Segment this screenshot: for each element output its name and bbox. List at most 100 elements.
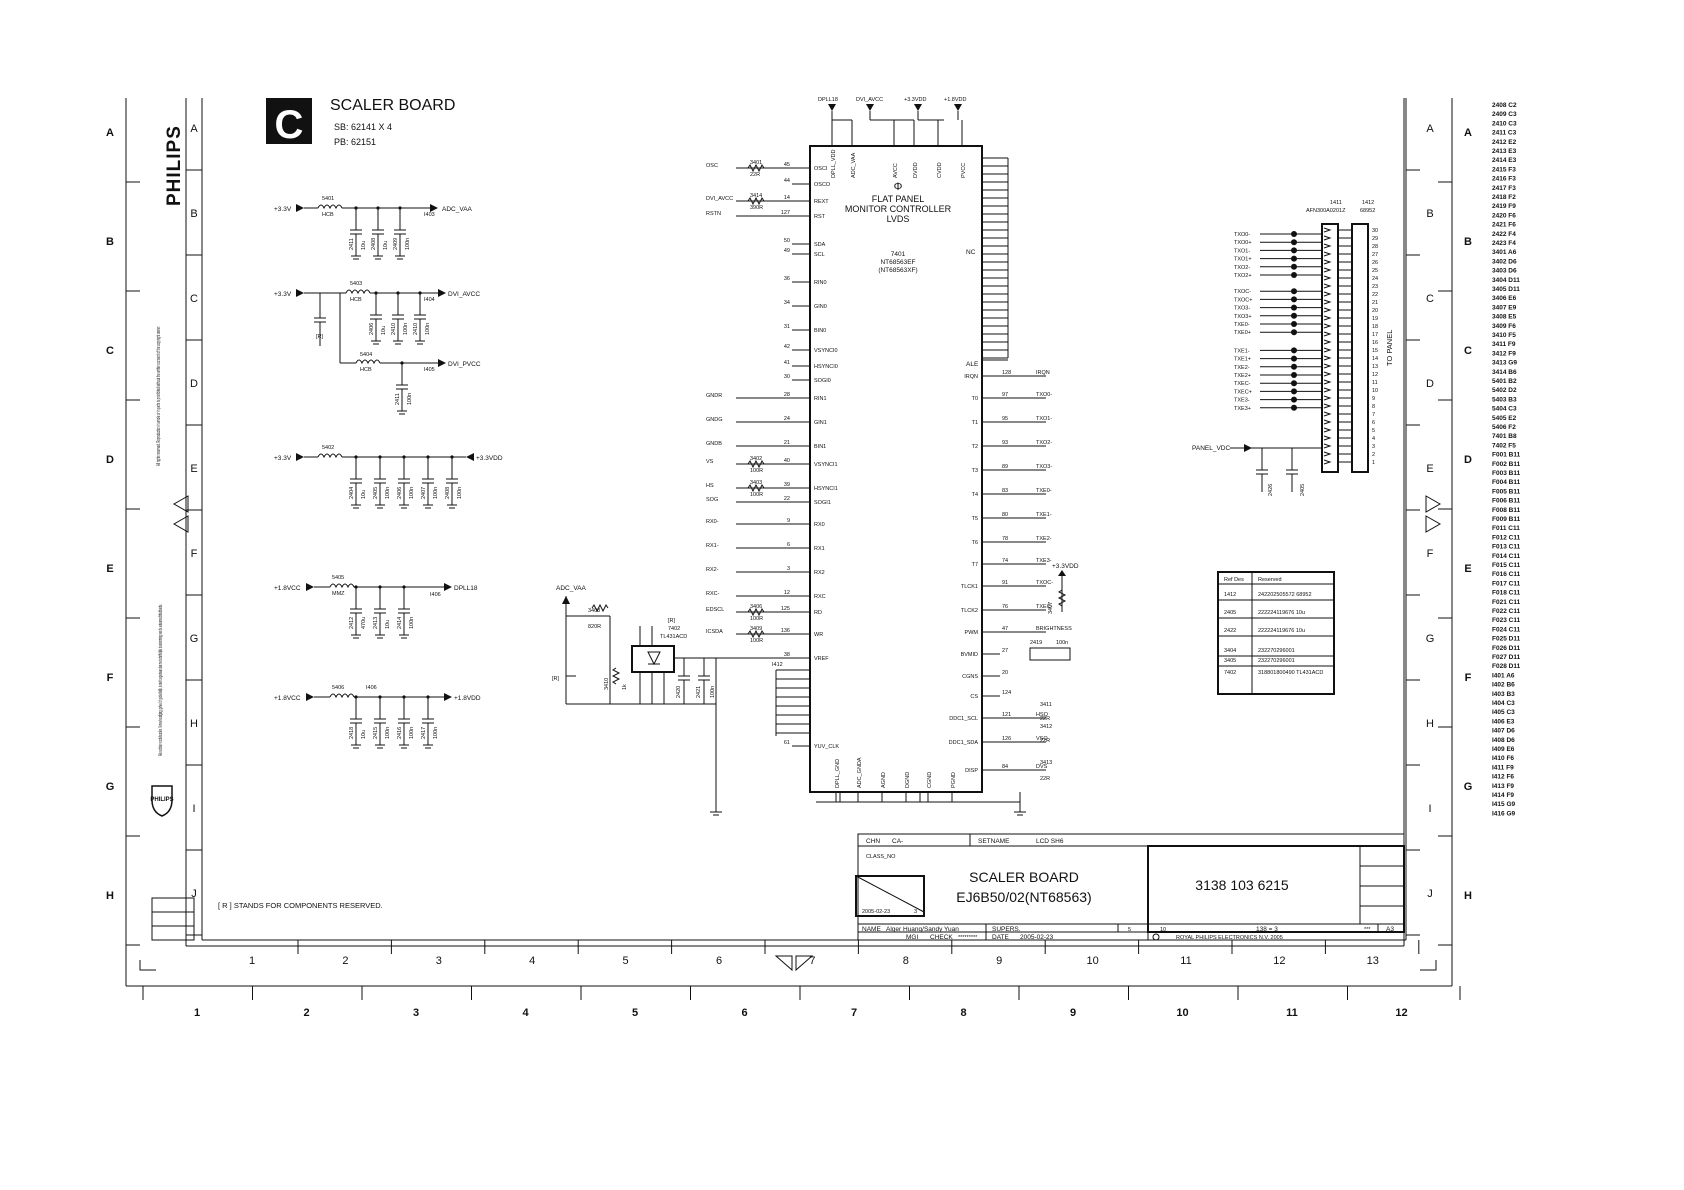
outer-row-left-G: G: [106, 781, 115, 793]
sheet-pb: PB: 62151: [334, 137, 376, 147]
conn-signal-18: TXE3-: [1234, 398, 1250, 404]
left-pin-name-3: RST: [814, 214, 826, 220]
inner-col-12: 12: [1273, 955, 1285, 967]
inner-row-right-H: H: [1426, 718, 1434, 730]
ref-net-label: ADC_VAA: [556, 585, 587, 592]
conn-signal-14: TXE2-: [1234, 365, 1250, 371]
conn-pin-19: 11: [1372, 380, 1378, 386]
index-entry-6: 2414 E3: [1492, 157, 1517, 164]
left-net-22: EDSCL: [706, 607, 724, 613]
b4-in-label: +3.3V: [274, 455, 292, 462]
conn-signal-16: TXEC-: [1234, 381, 1251, 387]
conn-pin-12: 18: [1372, 324, 1378, 330]
b3-out-label: DVI_PVCC: [448, 361, 481, 368]
left-res-16: 3403: [750, 480, 762, 486]
left-pin-num-15: 40: [784, 458, 790, 464]
inner-col-5: 5: [623, 955, 629, 967]
left-res-2: 3414: [750, 193, 762, 199]
b3-node: I405: [424, 367, 435, 373]
conn-pin-15: 15: [1372, 348, 1378, 354]
b3-coil-ref: 5404: [360, 352, 372, 358]
inner-row-left-D: D: [190, 378, 198, 390]
outer-row-right-C: C: [1464, 345, 1472, 357]
left-net-2: DVI_AVCC: [706, 196, 733, 202]
left-pin-num-9: 42: [784, 344, 790, 350]
outer-row-right-G: G: [1464, 781, 1473, 793]
left-net-0: OSC: [706, 163, 718, 169]
ic-ref: 7401: [891, 251, 906, 258]
left-pin-num-8: 31: [784, 324, 790, 330]
top-pin-name-4: CVDD: [937, 162, 943, 178]
tb-title2: EJ6B50/02(NT68563): [956, 889, 1091, 905]
left-pin-num-25: 61: [784, 740, 790, 746]
index-entry-39: F002 B11: [1492, 461, 1521, 468]
conn-pin-16: 14: [1372, 356, 1378, 362]
inner-row-right-D: D: [1426, 378, 1434, 390]
left-pin-num-4: 50: [784, 238, 790, 244]
res-row-val-2: 222224119676 10u: [1258, 628, 1305, 634]
tb-check-value: *********: [958, 935, 978, 941]
b4-cap-ref-0: 2404: [349, 487, 355, 499]
index-entry-63: I402 B6: [1492, 682, 1515, 689]
index-entry-56: F023 C11: [1492, 617, 1521, 624]
left-pin-name-19: RX1: [814, 546, 825, 552]
index-entry-29: 3414 B6: [1492, 369, 1517, 376]
index-entry-51: F016 C11: [1492, 571, 1521, 578]
index-entry-24: 3409 F6: [1492, 323, 1516, 330]
left-pin-name-8: BIN0: [814, 328, 826, 334]
index-entry-68: I407 D6: [1492, 728, 1515, 735]
b5-cap-ref-1: 2413: [373, 617, 379, 629]
outer-col-8: 8: [960, 1007, 966, 1019]
c2421-ref: 2421: [696, 686, 702, 698]
left-pin-name-21: RXC: [814, 594, 826, 600]
right-pin-num-3: 93: [1002, 440, 1008, 446]
left-resv-22: 100R: [750, 616, 763, 622]
left-net-20: RX2-: [706, 567, 719, 573]
outer-row-left-H: H: [106, 890, 114, 902]
b2-coil-ref: 5403: [350, 281, 362, 287]
index-entry-16: 3401 A6: [1492, 249, 1517, 256]
b4-out-label: +3.3VDD: [476, 455, 503, 462]
right-pin-num-1: 97: [1002, 392, 1008, 398]
left-pin-num-16: 39: [784, 482, 790, 488]
outer-row-left-E: E: [106, 563, 113, 575]
right-pin-name-2: T1: [972, 420, 978, 426]
res-row-ref-2: 2422: [1224, 628, 1236, 634]
index-entry-13: 2421 F6: [1492, 222, 1516, 229]
b2-cap-val-1: 100n: [403, 323, 409, 335]
right-net-2: TXO1-: [1036, 416, 1052, 422]
index-entry-5: 2413 E3: [1492, 148, 1517, 155]
outer-row-right-D: D: [1464, 454, 1472, 466]
ic-name-line3: LVDS: [887, 214, 910, 224]
res-table-header-ref: Ref Des: [1224, 577, 1244, 583]
left-pin-name-22: RD: [814, 610, 822, 616]
index-entry-47: F012 C11: [1492, 534, 1521, 541]
b1-cap-val-2: 100n: [405, 238, 411, 250]
left-pin-num-3: 127: [781, 210, 790, 216]
index-entry-32: 5403 B3: [1492, 396, 1517, 403]
index-entry-18: 3403 D6: [1492, 268, 1517, 275]
b5-cap-val-2: 100n: [409, 617, 415, 629]
inner-row-left-I: I: [192, 803, 195, 815]
sheet-code: C: [275, 103, 304, 147]
index-entry-42: F005 B11: [1492, 488, 1521, 495]
copyright-nl: Alle rechten voorbehouden. Verveelvoudig…: [158, 604, 164, 756]
index-entry-8: 2416 F3: [1492, 176, 1516, 183]
u7402-reserved: [R]: [668, 618, 676, 624]
left-net-14: GNDB: [706, 441, 722, 447]
b4-coil-icon: [317, 453, 343, 459]
inner-col-11: 11: [1180, 955, 1191, 967]
index-entry-0: 2408 C2: [1492, 102, 1517, 109]
outer-row-left-A: A: [106, 127, 114, 139]
left-pin-name-16: HSYNCI1: [814, 486, 838, 492]
right-net-8: TXE3-: [1036, 558, 1052, 564]
b1-out-label: ADC_VAA: [442, 206, 473, 213]
u7402-ref: 7402: [668, 626, 680, 632]
outer-col-9: 9: [1070, 1007, 1076, 1019]
inner-col-2: 2: [342, 955, 348, 967]
right-pin-num-7: 78: [1002, 536, 1008, 542]
index-entry-2: 2410 C3: [1492, 120, 1517, 127]
left-res-15: 3402: [750, 456, 762, 462]
top-net-3: +1.8VDD: [944, 97, 966, 103]
